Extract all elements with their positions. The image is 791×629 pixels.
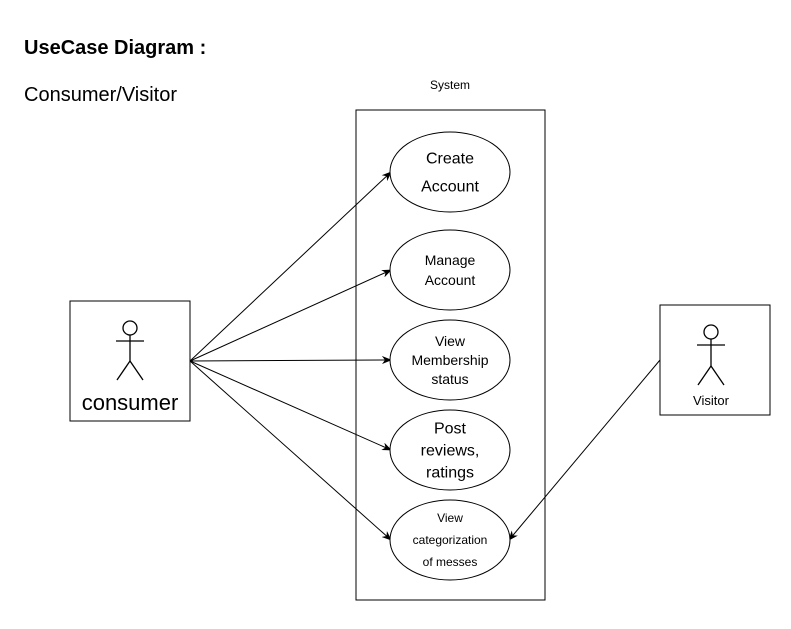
diagram-title: UseCase Diagram :	[24, 37, 207, 59]
associations	[189, 171, 661, 541]
use-case-label-line: Account	[425, 272, 476, 288]
stick-figure-icon	[697, 324, 725, 386]
use-case-label-line: categorization	[413, 533, 488, 547]
use-case-post-reviews-ratings[interactable]: Post reviews, ratings	[389, 409, 511, 491]
use-case-label-line: of messes	[423, 555, 478, 569]
association-consumer-view-categorization-of-messes	[189, 360, 392, 541]
use-case-label-line: Membership	[411, 352, 488, 368]
use-case-view-categorization-of-messes[interactable]: View categorization of messes	[389, 499, 511, 581]
association-visitor-view-categorization-of-messes	[508, 359, 661, 541]
use-case-ellipse	[389, 131, 511, 213]
use-cases: CreateAccountManageAccountViewMembership…	[389, 131, 511, 581]
actor-consumer-label: consumer	[82, 390, 179, 415]
use-case-ellipse	[389, 409, 511, 491]
system-label: System	[430, 78, 470, 92]
use-case-label-line: View	[435, 333, 466, 349]
use-case-ellipse	[389, 499, 511, 581]
actor-consumer[interactable]: consumer	[69, 300, 191, 422]
use-case-ellipse	[389, 229, 511, 311]
stick-figure-icon	[116, 320, 144, 381]
use-case-label-line: View	[437, 511, 463, 525]
use-case-label-line: Post	[434, 421, 467, 438]
actor-visitor[interactable]: Visitor	[659, 304, 771, 416]
use-case-label-line: status	[431, 371, 468, 387]
actor-visitor-label: Visitor	[693, 393, 730, 408]
use-case-label-line: Manage	[425, 252, 476, 268]
diagram-subtitle: Consumer/Visitor	[24, 84, 178, 106]
use-case-label-line: reviews,	[421, 443, 480, 460]
use-case-ellipse	[389, 319, 511, 401]
actor-visitor-box	[659, 304, 771, 416]
association-consumer-create-account	[189, 171, 392, 362]
use-case-label-line: Create	[426, 151, 474, 168]
use-case-label-line: Account	[421, 179, 479, 196]
association-consumer-post-reviews-ratings	[189, 360, 392, 451]
use-case-label-line: ratings	[426, 465, 474, 482]
association-consumer-manage-account	[189, 269, 392, 362]
association-consumer-view-membership-status	[189, 356, 392, 365]
